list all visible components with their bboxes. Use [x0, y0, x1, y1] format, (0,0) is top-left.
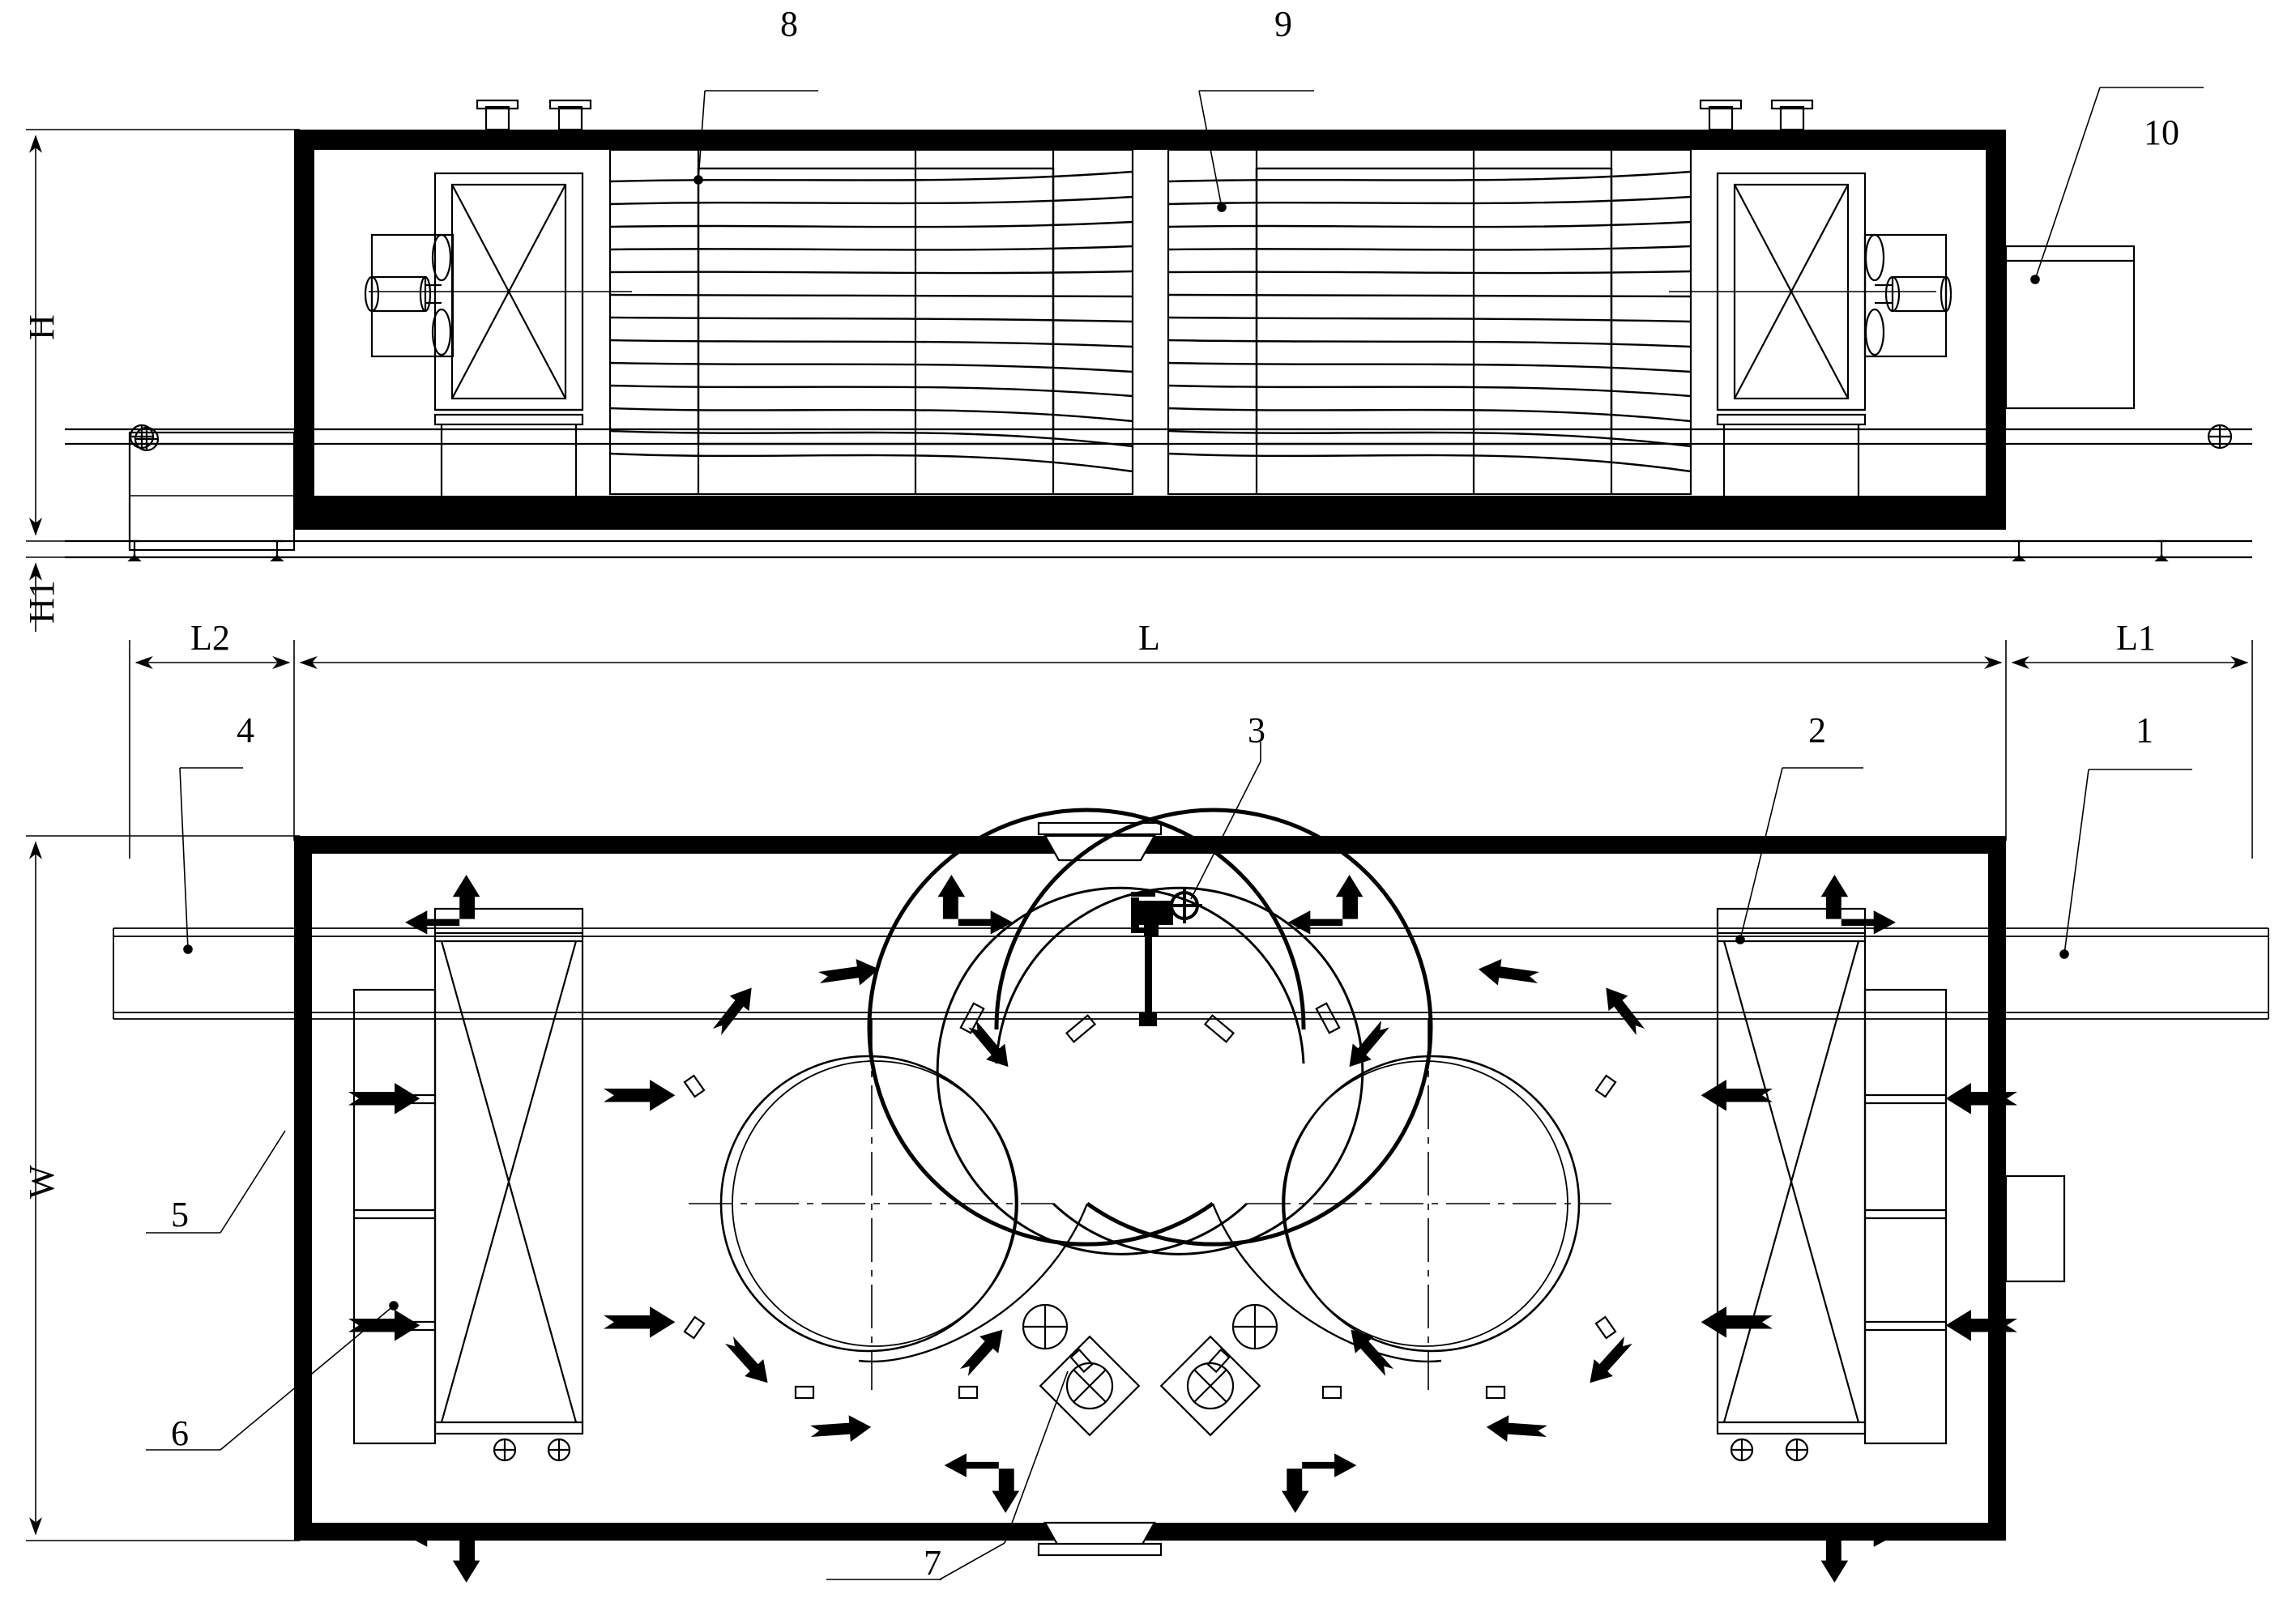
- callout-5: 5: [171, 1195, 189, 1234]
- dimension-label-H1: H1: [22, 580, 62, 624]
- elevation-fan-left: [364, 172, 632, 496]
- plan-right-appendage: [2004, 1174, 2066, 1283]
- dimension-label-W: W: [22, 1165, 62, 1199]
- dimension-label-L2: L2: [190, 618, 230, 658]
- callout-1: 1: [2136, 710, 2153, 750]
- dimension-label-H: H: [22, 314, 62, 340]
- damper-icon-right: [1159, 1335, 1261, 1437]
- dimension-W-group: [26, 835, 300, 1541]
- elevation-coil-right: [1167, 148, 1692, 496]
- plan-duct-band: [113, 927, 2269, 1020]
- callout-7: 7: [924, 1543, 941, 1583]
- callout-4: 4: [237, 710, 254, 750]
- callout-9: 9: [1274, 4, 1292, 44]
- elevation-right-plenum: [2004, 245, 2136, 410]
- dimension-H-group: [26, 129, 300, 632]
- damper-icon-left: [1039, 1335, 1141, 1437]
- callout-2: 2: [1808, 710, 1826, 750]
- roof-vent-icon-right: [1699, 99, 1814, 131]
- valve-handwheel-icon: [1131, 742, 1261, 1026]
- elevation-base-frame: [65, 424, 2252, 562]
- elevation-fan-right: [1669, 172, 1952, 496]
- callout-8: 8: [780, 4, 798, 44]
- dimension-L-group: [129, 640, 2253, 859]
- elevation-coil-left: [608, 148, 1134, 496]
- callout-6: 6: [171, 1413, 189, 1453]
- elevation-casing: [294, 130, 2006, 530]
- plan-coil-right: [1716, 907, 1948, 1462]
- plan-fan-scroll-right: [867, 808, 1617, 1437]
- elevation-left-plenum: [128, 426, 296, 552]
- callout-leaders: [146, 87, 2204, 1451]
- dimension-label-L: L: [1138, 618, 1160, 658]
- roof-vent-icon-left: [476, 99, 592, 131]
- airflow-arrow-group: [348, 875, 2017, 1583]
- callout-10: 10: [2144, 113, 2179, 152]
- plan-view: [113, 742, 2269, 1583]
- plan-coil-left: [352, 907, 584, 1462]
- elevation-view: [65, 99, 2252, 562]
- callout-3: 3: [1248, 710, 1265, 750]
- dimension-label-L1: L1: [2116, 618, 2156, 658]
- plan-fan-scroll-left: [683, 808, 1433, 1580]
